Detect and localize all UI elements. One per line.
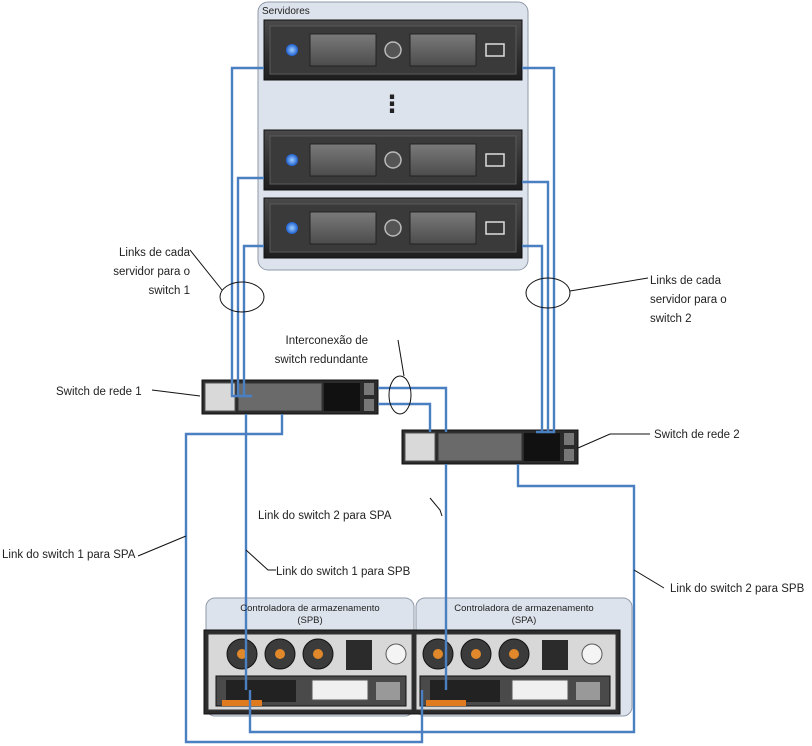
callouts bbox=[137, 249, 665, 589]
power-button-icon bbox=[384, 41, 402, 59]
controller-spb-name: Controladora de armazenamento bbox=[240, 603, 380, 614]
power-button-icon bbox=[384, 219, 402, 237]
power-led-icon bbox=[286, 222, 298, 234]
label-switch2: Switch de rede 2 bbox=[654, 429, 740, 441]
label-sw1-spa: Link do switch 1 para SPA bbox=[2, 549, 136, 561]
power-led-icon bbox=[286, 154, 298, 166]
label-switch1: Switch de rede 1 bbox=[56, 386, 142, 398]
drive-slot-icon bbox=[485, 221, 505, 235]
label-sw1-spb: Link do switch 1 para SPB bbox=[276, 566, 411, 578]
controller-spb-sub: (SPB) bbox=[297, 615, 323, 626]
label-sw2-spb: Link do switch 2 para SPB bbox=[670, 583, 805, 595]
controller-spa-title: Controladora de armazenamento (SPA) bbox=[416, 603, 632, 627]
label-links-switch1: Links de cada servidor para o switch 1 bbox=[113, 247, 190, 297]
controller-spa-name: Controladora de armazenamento bbox=[454, 603, 594, 614]
servers-title: Servidores bbox=[262, 6, 310, 17]
storage-enclosure bbox=[203, 629, 621, 715]
more-servers-ellipsis: ⋮ bbox=[380, 91, 404, 118]
drive-slot-icon bbox=[485, 43, 505, 57]
drive-slot-icon bbox=[485, 153, 505, 167]
power-button-icon bbox=[384, 151, 402, 169]
label-sw2-spa: Link do switch 2 para SPA bbox=[258, 510, 392, 522]
controller-spb-title: Controladora de armazenamento (SPB) bbox=[206, 603, 414, 627]
label-interconnect: Interconexão de switch redundante bbox=[274, 335, 368, 366]
server-2 bbox=[263, 129, 523, 191]
server-3 bbox=[263, 197, 523, 259]
server-1 bbox=[263, 19, 523, 81]
controller-spa-sub: (SPA) bbox=[511, 615, 537, 626]
power-led-icon bbox=[286, 44, 298, 56]
switch-2 bbox=[401, 429, 579, 465]
links bbox=[184, 66, 636, 744]
switch-1 bbox=[201, 379, 379, 415]
label-links-switch2: Links de cada servidor para o switch 2 bbox=[650, 275, 727, 325]
